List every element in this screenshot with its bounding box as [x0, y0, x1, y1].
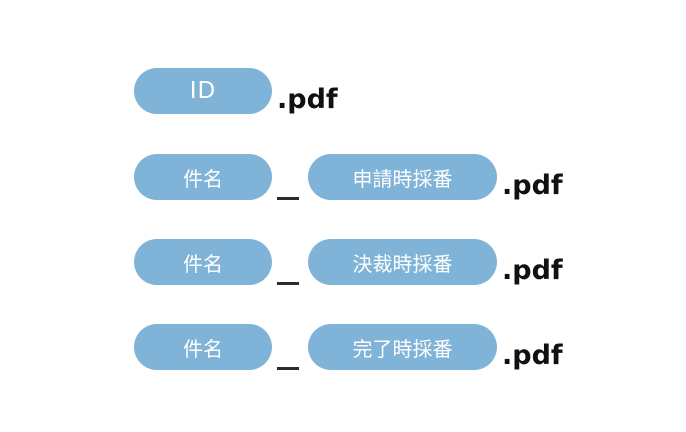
pdf-extension-label: .pdf	[502, 255, 563, 287]
pattern-row-approval: 件名 _ 決裁時採番 .pdf	[134, 239, 563, 285]
subject-pill-label: 件名	[183, 166, 223, 191]
pattern-row-id: ID .pdf	[134, 68, 338, 114]
underscore-separator: _	[277, 154, 299, 200]
completion-number-pill: 完了時採番	[308, 324, 497, 370]
pdf-extension-label: .pdf	[277, 84, 338, 116]
approval-number-pill-label: 決裁時採番	[352, 251, 453, 276]
underscore-character: _	[277, 239, 278, 240]
subject-pill: 件名	[134, 239, 272, 285]
subject-pill: 件名	[134, 324, 272, 370]
completion-number-pill-label: 完了時採番	[352, 336, 453, 361]
underscore-separator: _	[277, 239, 299, 285]
underscore-separator: _	[277, 324, 299, 370]
id-pill-label: ID	[189, 78, 217, 104]
subject-pill-label: 件名	[183, 336, 223, 361]
approval-number-pill: 決裁時採番	[308, 239, 497, 285]
underscore-character: _	[277, 324, 278, 325]
subject-pill-label: 件名	[183, 251, 223, 276]
application-number-pill-label: 申請時採番	[352, 166, 453, 191]
application-number-pill: 申請時採番	[308, 154, 497, 200]
pdf-extension-label: .pdf	[502, 340, 563, 372]
pattern-row-application: 件名 _ 申請時採番 .pdf	[134, 154, 563, 200]
pdf-extension-label: .pdf	[502, 170, 563, 202]
id-pill: ID	[134, 68, 272, 114]
subject-pill: 件名	[134, 154, 272, 200]
underscore-character: _	[277, 154, 278, 155]
pattern-row-completion: 件名 _ 完了時採番 .pdf	[134, 324, 563, 370]
